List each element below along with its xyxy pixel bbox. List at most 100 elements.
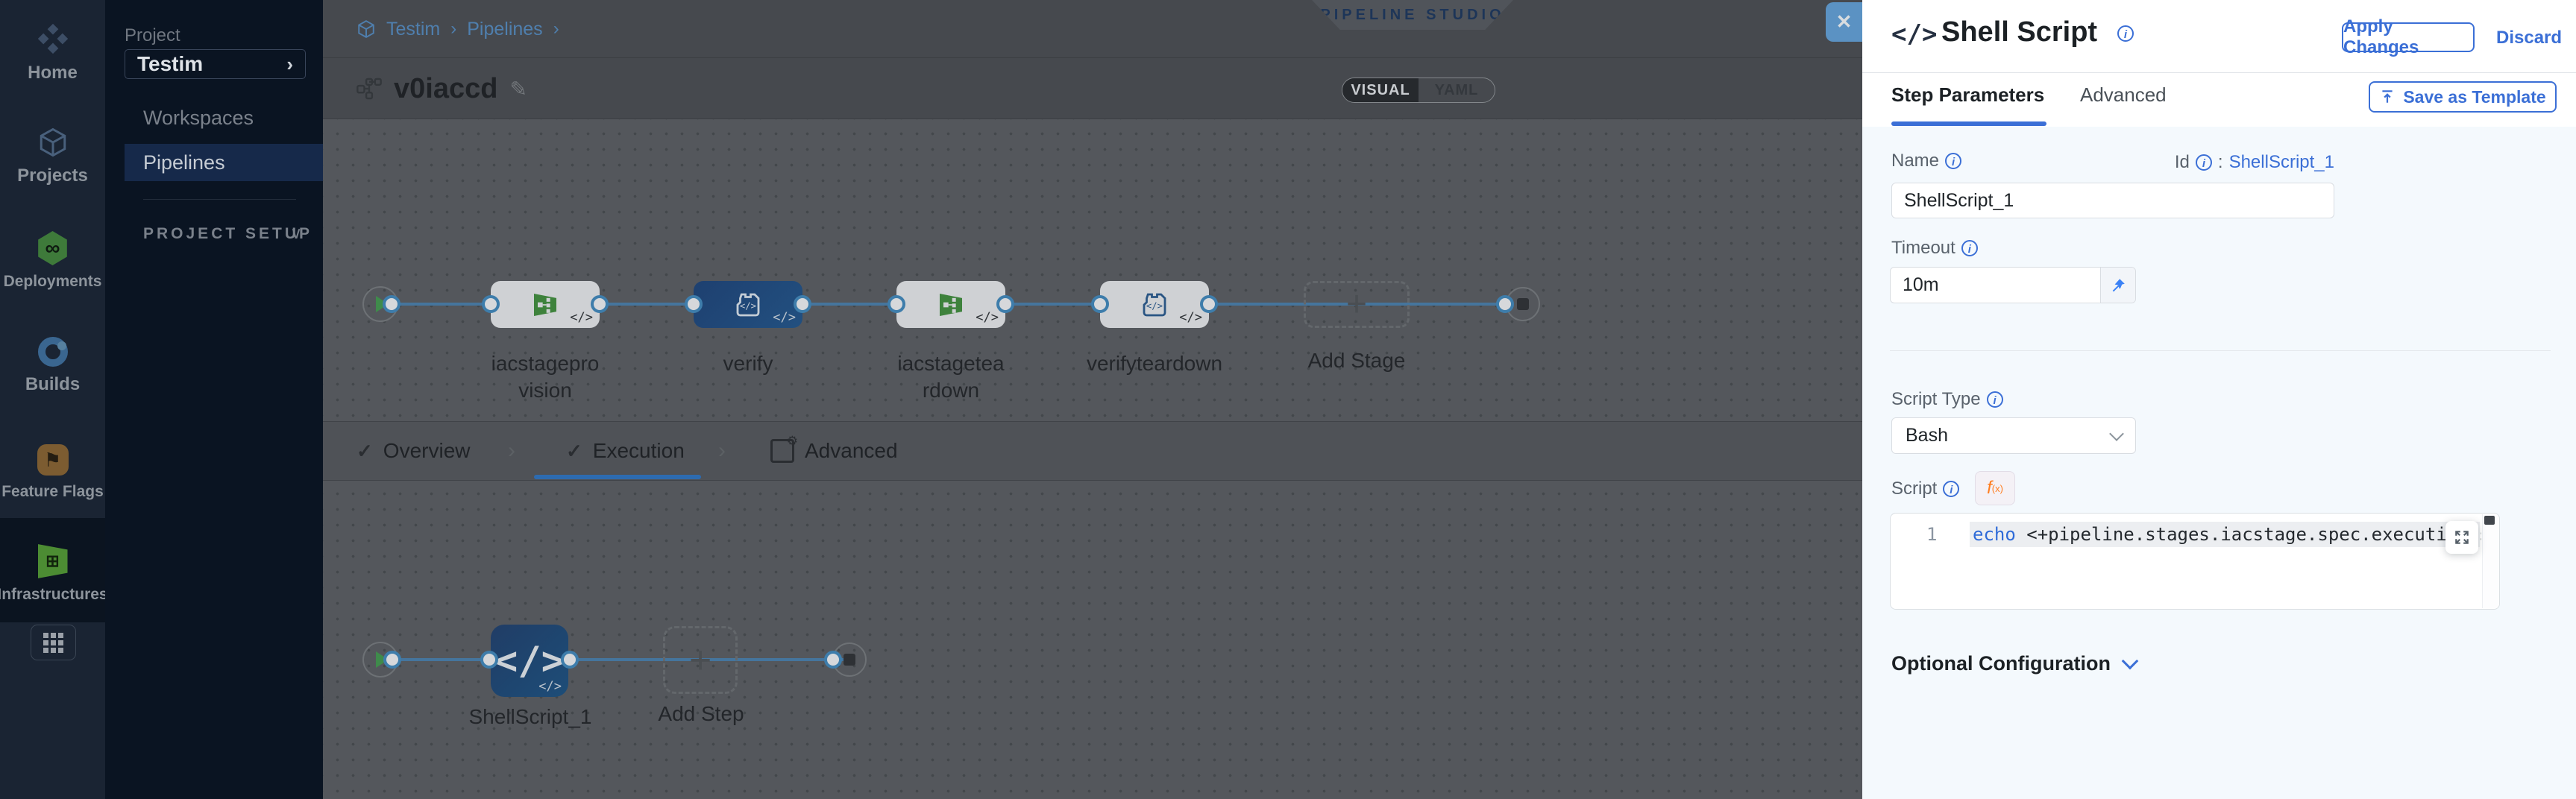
save-as-template-button[interactable]: Save as Template	[2369, 81, 2557, 113]
infrastructure-stage-icon	[530, 290, 560, 320]
tab-step-parameters[interactable]: Step Parameters	[1891, 83, 2045, 106]
chevron-right-icon: ›	[553, 19, 559, 39]
add-step-button[interactable]: +	[663, 626, 738, 694]
link-port	[383, 295, 400, 313]
info-icon[interactable]: i	[2195, 154, 2212, 171]
tab-execution[interactable]: ✓ Execution	[566, 439, 685, 462]
sidebar-item-workspaces[interactable]: Workspaces	[143, 107, 254, 129]
close-drawer-button[interactable]: ✕	[1826, 2, 1862, 42]
stage-node-iacstageteardown[interactable]: </>	[896, 281, 1005, 328]
discard-button[interactable]: Discard	[2496, 28, 2563, 48]
custom-stage-icon: </>	[1139, 289, 1170, 320]
stage-node-verify[interactable]: </> </>	[694, 281, 802, 328]
tab-advanced[interactable]: ⚙ Advanced	[770, 422, 898, 480]
link-port	[685, 295, 703, 313]
stage-node-iacstageprovision[interactable]: </>	[491, 281, 600, 328]
project-section-label: Project	[125, 25, 180, 45]
harness-logo-icon	[37, 22, 69, 55]
stage-label: verify	[723, 352, 773, 375]
sidebar-item-feature-flags[interactable]: ⚑ Feature Flags	[0, 444, 105, 501]
step-node-shellscript[interactable]: </> </>	[491, 625, 568, 697]
editor-scrollbar[interactable]	[2482, 514, 2498, 608]
stage-tab-strip: ✓ Overview › ✓ Execution › ⚙ Advanced	[323, 421, 1862, 481]
link-port	[888, 295, 905, 313]
deployments-hexagon-icon: ∞	[38, 231, 67, 265]
add-stage-label: Add Stage	[1307, 349, 1406, 372]
info-icon[interactable]: i	[1986, 391, 2003, 408]
pipeline-graph-icon	[356, 78, 382, 100]
active-tab-underline	[1891, 121, 2046, 126]
drawer-content: Name i Id i : ShellScript_1 Timeout i	[1862, 127, 2576, 799]
tab-overview[interactable]: ✓ Overview	[356, 439, 471, 462]
chevron-down-icon	[2109, 426, 2124, 441]
pencil-icon[interactable]: ✎	[509, 77, 527, 101]
name-field-label: Name i	[1891, 151, 1962, 171]
expand-editor-button[interactable]	[2445, 521, 2478, 554]
info-icon[interactable]: i	[1961, 240, 1978, 256]
link-port	[794, 295, 811, 313]
chevron-right-icon: ›	[286, 52, 293, 75]
pipeline-canvas-area: Testim › Pipelines › PIPELINE STUDIO v0i…	[323, 0, 1862, 799]
input-type-pin-button[interactable]	[2100, 268, 2135, 303]
divider	[143, 199, 296, 200]
tab-advanced[interactable]: Advanced	[2080, 83, 2167, 106]
cube-icon	[37, 127, 69, 158]
link-port	[1200, 295, 1218, 313]
svg-text:</>: </>	[1146, 300, 1163, 311]
link-port	[824, 651, 842, 669]
plus-icon: +	[1345, 285, 1368, 324]
link-port	[480, 651, 498, 669]
sidebar-item-pipelines[interactable]: Pipelines	[125, 144, 323, 181]
id-value-link[interactable]: ShellScript_1	[2228, 152, 2334, 172]
script-code-editor[interactable]: 1 echo <+pipeline.stages.iacstage.spec.e…	[1890, 513, 2500, 610]
sidebar-item-label: Infrastructures	[0, 586, 108, 603]
name-input[interactable]	[1891, 183, 2334, 218]
link-port	[591, 295, 609, 313]
active-tab-underline	[534, 475, 701, 479]
apply-changes-button[interactable]: Apply Changes	[2342, 16, 2475, 57]
shell-script-icon: </>	[494, 638, 565, 683]
project-cube-icon	[356, 19, 376, 39]
svg-text:</>: </>	[740, 300, 756, 311]
code-keyword: echo	[1973, 524, 2016, 545]
sidebar-item-home[interactable]: Home	[0, 22, 105, 83]
infrastructures-icon: ⊞	[37, 544, 68, 578]
link-port	[383, 651, 401, 669]
apps-menu-button[interactable]	[31, 625, 76, 660]
grid-icon	[43, 632, 63, 653]
link-port	[1496, 295, 1514, 313]
breadcrumb-project[interactable]: Testim	[386, 18, 441, 40]
chevron-right-icon: ›	[508, 438, 515, 463]
stop-icon	[844, 654, 855, 666]
add-stage-button[interactable]: +	[1304, 281, 1410, 328]
link-port	[561, 651, 579, 669]
breadcrumb-pipelines[interactable]: Pipelines	[467, 18, 543, 40]
sidebar-item-deployments[interactable]: ∞ Deployments	[0, 231, 105, 291]
info-icon[interactable]: i	[1945, 153, 1962, 169]
custom-stage-icon: </>	[732, 289, 764, 320]
script-type-label: Script Type i	[1891, 389, 2003, 410]
optional-configuration-toggle[interactable]: Optional Configuration	[1891, 652, 2139, 675]
code-text: <+pipeline.stages.iacstage.spec.executio…	[2026, 524, 2481, 545]
stage-node-verifyteardown[interactable]: </> </>	[1100, 281, 1209, 328]
timeout-input[interactable]	[1891, 268, 2100, 303]
expression-fx-button[interactable]: f(x)	[1975, 471, 2015, 505]
scrollbar-thumb[interactable]	[2484, 516, 2495, 525]
project-selector[interactable]: Testim ›	[125, 49, 306, 79]
info-icon[interactable]: i	[2117, 25, 2134, 42]
sidebar-item-projects[interactable]: Projects	[0, 127, 105, 186]
step-config-drawer: ✕ </> Shell Script i Apply Changes Disca…	[1826, 0, 2576, 799]
project-setup-header[interactable]: PROJECT SETUP	[143, 225, 313, 242]
info-icon[interactable]: i	[1943, 481, 1960, 497]
project-name: Testim	[137, 52, 204, 75]
breadcrumb: Testim › Pipelines ›	[356, 0, 559, 58]
id-separator: :	[2217, 152, 2223, 172]
script-type-select[interactable]: Bash	[1891, 417, 2136, 454]
sidebar-item-builds[interactable]: Builds	[0, 337, 105, 395]
toggle-yaml[interactable]: YAML	[1434, 81, 1479, 98]
active-line-highlight	[1970, 522, 2480, 547]
toggle-visual[interactable]: VISUAL	[1342, 78, 1419, 102]
code-badge-icon: </>	[538, 679, 562, 694]
code-badge-icon: </>	[1179, 310, 1202, 325]
sidebar-item-infrastructures[interactable]: ⊞ Infrastructures	[0, 544, 108, 604]
